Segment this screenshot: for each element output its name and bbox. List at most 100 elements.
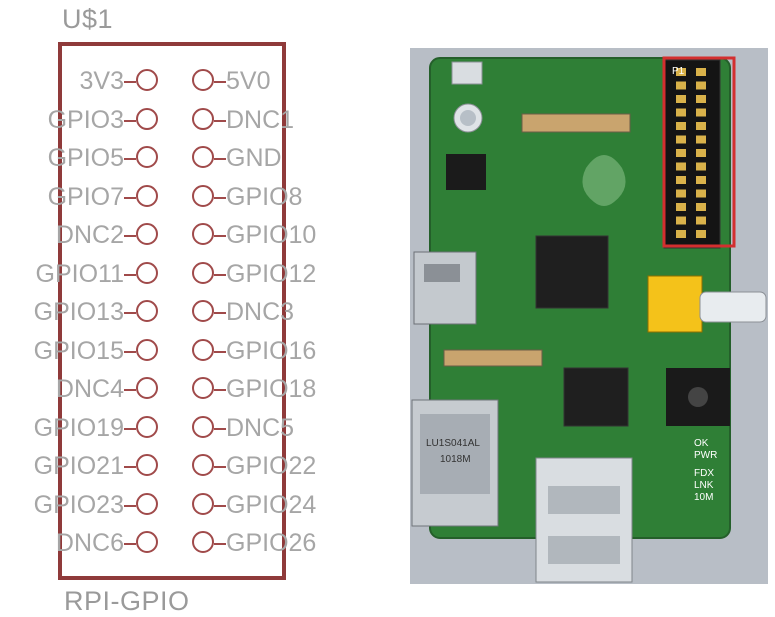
pin-left: GPIO23 [0,490,158,520]
header-pin [696,135,706,144]
pin-right: GPIO22 [192,451,372,481]
pin-circle [136,338,158,361]
pin-stub [214,81,226,83]
pin-right: 5V0 [192,66,372,96]
pin-circle [136,492,158,515]
pin-label: GPIO8 [226,182,303,211]
pin-label: GPIO15 [33,336,124,365]
svg-text:LNK: LNK [694,480,714,491]
svg-text:1018M: 1018M [440,454,471,465]
pin-right: DNC1 [192,105,372,135]
pin-circle [136,184,158,207]
header-pin [696,203,706,211]
pin-left: GPIO5 [0,143,158,173]
pin-circle [136,415,158,438]
pin-stub [124,312,136,314]
pin-right: GPIO24 [192,490,372,520]
pin-left: GPIO13 [0,297,158,327]
raspberry-pi-board-image: LU1S041AL 1018M OK PWR FDX LNK 10M P1 [410,48,768,584]
pin-label: 3V3 [79,67,124,95]
pin-circle [192,107,214,130]
pin-left: DNC2 [0,220,158,250]
part-name: U$1 [62,4,114,34]
pin-right: GPIO8 [192,182,372,212]
pin-stub [124,543,136,545]
svg-text:FDX: FDX [694,468,714,479]
pin-stub [124,196,136,199]
header-pin [696,176,706,184]
pin-circle [192,300,214,322]
pin-right: GPIO10 [192,220,372,250]
pin-right: GPIO12 [192,259,372,289]
header-pin [676,203,686,211]
pin-label: GPIO10 [226,221,317,249]
pin-circle [136,69,158,91]
pin-label: GPIO12 [226,259,317,288]
pin-label: GPIO3 [47,105,124,134]
pin-left: GPIO3 [0,105,158,135]
pin-stub [214,504,226,507]
pin-left: DNC4 [0,374,158,404]
svg-text:P1: P1 [672,66,685,77]
pin-label: GPIO18 [226,375,317,403]
pin-label: DNC2 [55,221,124,249]
header-pin [696,108,706,117]
pin-circle [136,454,158,476]
pin-stub [214,119,226,122]
pin-label: GPIO22 [226,452,317,480]
header-pin [676,162,686,171]
pin-left: GPIO19 [0,413,158,443]
pin-label: GND [226,144,282,172]
pin-right: GPIO18 [192,374,372,404]
pin-label: GPIO13 [33,298,124,326]
pin-circle [192,415,214,438]
pin-circle [136,223,158,245]
header-pin [676,189,686,198]
header-pin [696,162,706,171]
pin-circle [192,146,214,168]
header-pin [676,108,686,117]
pin-stub [124,389,136,391]
header-pin [696,149,706,157]
pin-circle [192,454,214,476]
pin-circle [136,531,158,553]
pin-label: GPIO7 [47,182,124,211]
pin-label: GPIO19 [33,413,124,442]
pin-circle [192,184,214,207]
svg-text:OK: OK [694,438,709,449]
pin-stub [124,235,136,237]
pin-label: DNC5 [226,413,295,442]
header-pin [676,68,686,76]
pin-circle [136,261,158,284]
pin-label: GPIO26 [226,529,317,557]
pin-label: GPIO11 [35,259,124,288]
pin-stub [214,350,226,353]
pin-left: DNC6 [0,528,158,558]
pin-circle [136,146,158,168]
pin-stub [124,427,136,430]
pin-label: GPIO5 [47,144,124,172]
pin-stub [214,312,226,314]
header-pin [676,216,686,225]
pin-left: GPIO15 [0,336,158,366]
pin-circle [136,377,158,399]
pin-right: DNC3 [192,297,372,327]
header-pin [696,122,706,130]
pin-stub [124,158,136,160]
pin-left: GPIO11 [0,259,158,289]
pin-circle [192,377,214,399]
board-photo: LU1S041AL 1018M OK PWR FDX LNK 10M P1 [410,48,768,584]
part-value: RPI-GPIO [64,586,190,616]
pin-stub [214,466,226,468]
package-outline [58,42,286,580]
pin-stub [214,158,226,160]
pin-stub [124,504,136,507]
pin-stub [124,273,136,276]
header-pin [676,230,686,238]
pin-circle [192,69,214,91]
pin-circle [192,338,214,361]
header-pin [696,68,706,76]
pin-right: GND [192,143,372,173]
header-pin [676,81,686,90]
pin-label: GPIO21 [33,452,124,480]
